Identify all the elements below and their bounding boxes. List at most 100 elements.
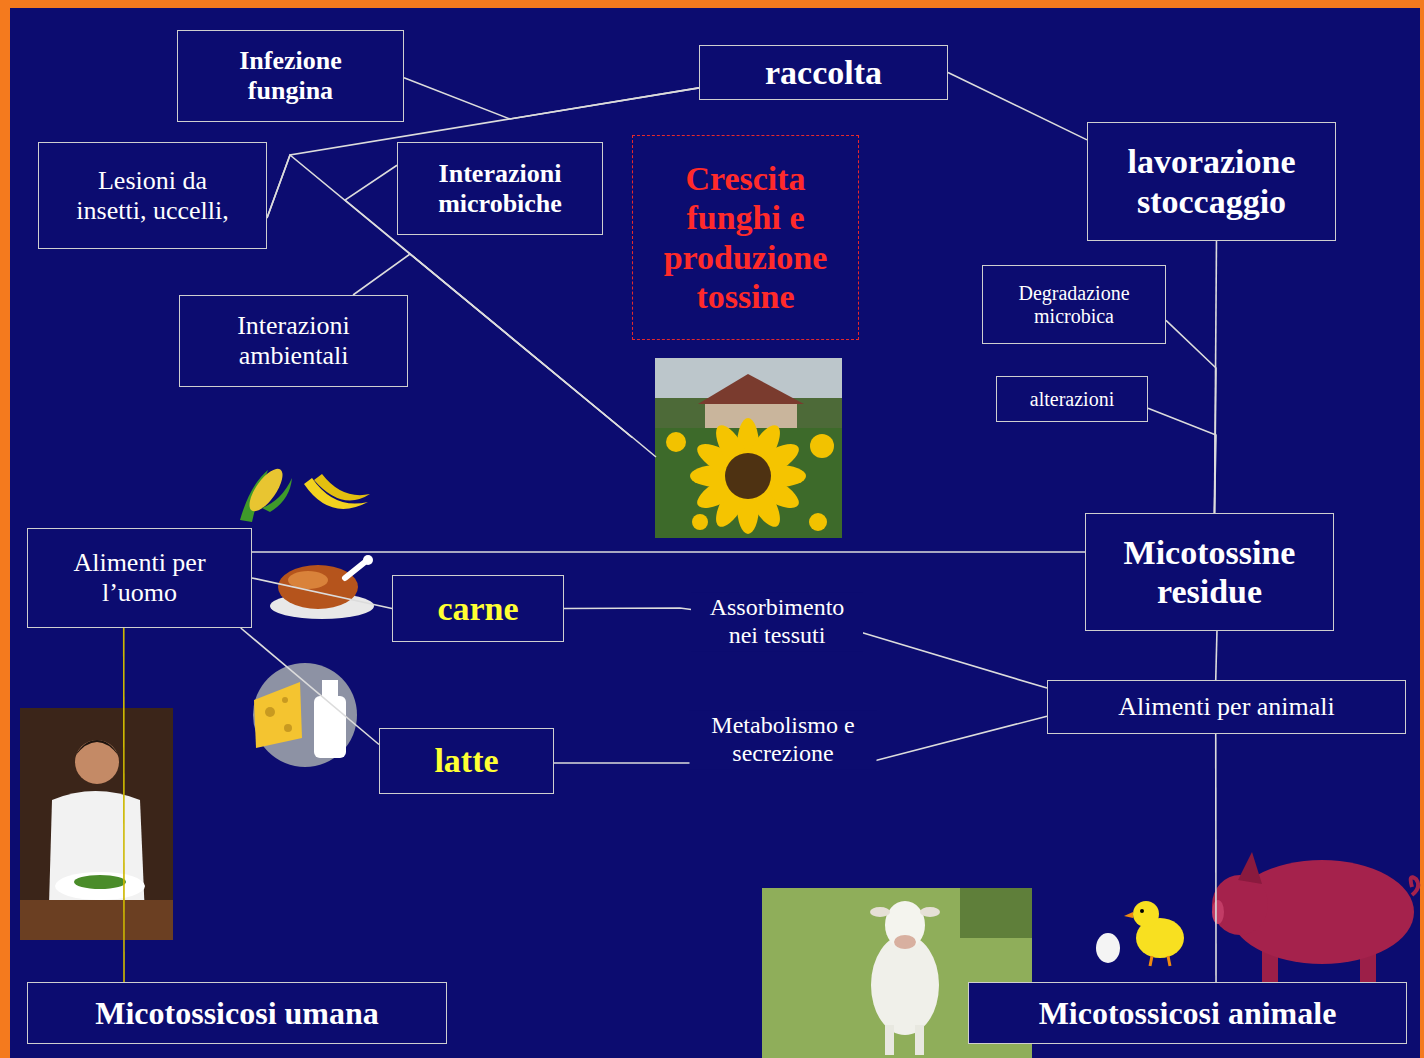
cause-box: Infezione fungina [177,30,404,122]
label-patch: Metabolismo e secrezione [690,710,877,769]
chick-leg [1150,956,1152,966]
box-outline: Alimenti per l’uomo [27,528,252,628]
edge-label: Assorbimento nei tessuti [697,594,857,649]
chick-beak [1124,912,1133,918]
connector [252,578,392,609]
chef-face [75,740,119,784]
box-text: Micotossicosi animale [1039,995,1337,1032]
box-outline: Micotossicosi umana [27,982,447,1044]
connector [1215,734,1217,982]
food-box: Alimenti per animali [1047,680,1406,734]
box-outline: carne [392,575,564,642]
cow-muzzle [894,935,916,949]
label-patch: Assorbimento nei tessuti [691,592,863,651]
chick-leg [1168,956,1170,966]
cheese-hole [265,707,275,717]
plate [55,872,145,900]
connector [252,551,1085,553]
box-outline: lavorazione stoccaggio [1087,122,1336,241]
box-outline: latte [379,728,554,794]
house-roof [698,374,804,404]
cheese [254,682,302,748]
box-text: alterazioni [1030,388,1114,411]
stage-box: lavorazione stoccaggio [1087,122,1336,241]
chick-head [1133,901,1159,927]
food-box: Alimenti per l’uomo [27,528,252,628]
box-outline: Interazioni ambientali [179,295,408,387]
icon-ground [253,663,357,767]
outcome-box: Micotossicosi animale [968,982,1407,1044]
box-outline: Infezione fungina [177,30,404,122]
table [20,900,173,940]
cheese-hole [282,697,288,703]
bone [345,562,365,578]
roast-highlight [288,571,328,589]
factor-box: Degradazione microbica [982,265,1166,344]
small-flower [666,432,686,452]
connector [123,628,125,982]
egg [1096,933,1120,963]
stage-box: raccolta [699,45,948,100]
product-box: latte [379,728,554,794]
salad [74,875,126,889]
cheese-milk-icon [253,663,357,767]
corn-leaf [262,478,292,512]
box-text: lavorazione stoccaggio [1102,142,1322,220]
box-text: Crescita funghi e produzione tossine [646,159,846,315]
connector [241,628,379,745]
small-flower [810,434,834,458]
roast-chicken-icon [270,555,374,619]
sunflower-photo [655,358,842,538]
milk-bottle [314,696,346,758]
box-outline: alterazioni [996,376,1148,422]
box-outline: raccolta [699,45,948,100]
edge-label: Metabolismo e secrezione [696,712,871,767]
factor-box: alterazioni [996,376,1148,422]
box-outline: Crescita funghi e produzione tossine [632,135,859,340]
connector [1148,408,1216,513]
box-text: latte [434,741,498,780]
box-text: Micotossicosi umana [95,995,379,1032]
small-flower [809,513,827,531]
cause-box: Lesioni da insetti, uccelli, [38,142,267,249]
box-text: raccolta [765,53,882,92]
product-box: carne [392,575,564,642]
cause-box: Interazioni microbiche [397,142,603,235]
box-outline: Micotossicosi animale [968,982,1407,1044]
corn-banana-icon [240,464,370,522]
box-outline: Alimenti per animali [1047,680,1406,734]
chick-icon [1096,901,1184,966]
connector [948,73,1087,140]
box-text: Interazioni ambientali [209,311,379,371]
box-outline: Lesioni da insetti, uccelli, [38,142,267,249]
flower-center [725,453,771,499]
cow-head [885,901,925,949]
box-text: Degradazione microbica [999,282,1149,328]
outcome-box: Micotossicosi umana [27,982,447,1044]
connector [1216,631,1217,680]
pig-snout [1212,900,1224,924]
cause-box: Interazioni ambientali [179,295,408,387]
cheese-hole [284,724,292,732]
milk-neck [322,680,338,698]
cow-leg [915,1025,924,1055]
pig-head [1212,875,1268,935]
small-flower [692,514,708,530]
cow-body [871,935,939,1035]
box-outline: Micotossine residue [1085,513,1334,631]
stage-box: Micotossine residue [1085,513,1334,631]
box-text: Micotossine residue [1095,533,1325,611]
bush [960,888,1032,938]
pig-tail [1411,877,1419,895]
chef-photo [20,708,173,940]
pig-ear [1238,852,1262,884]
connector [1166,320,1216,513]
box-text: Alimenti per l’uomo [50,548,230,608]
chick-eye [1140,909,1144,913]
box-outline: Degradazione microbica [982,265,1166,344]
photo-ground [20,708,173,940]
cow-leg [885,1025,894,1055]
